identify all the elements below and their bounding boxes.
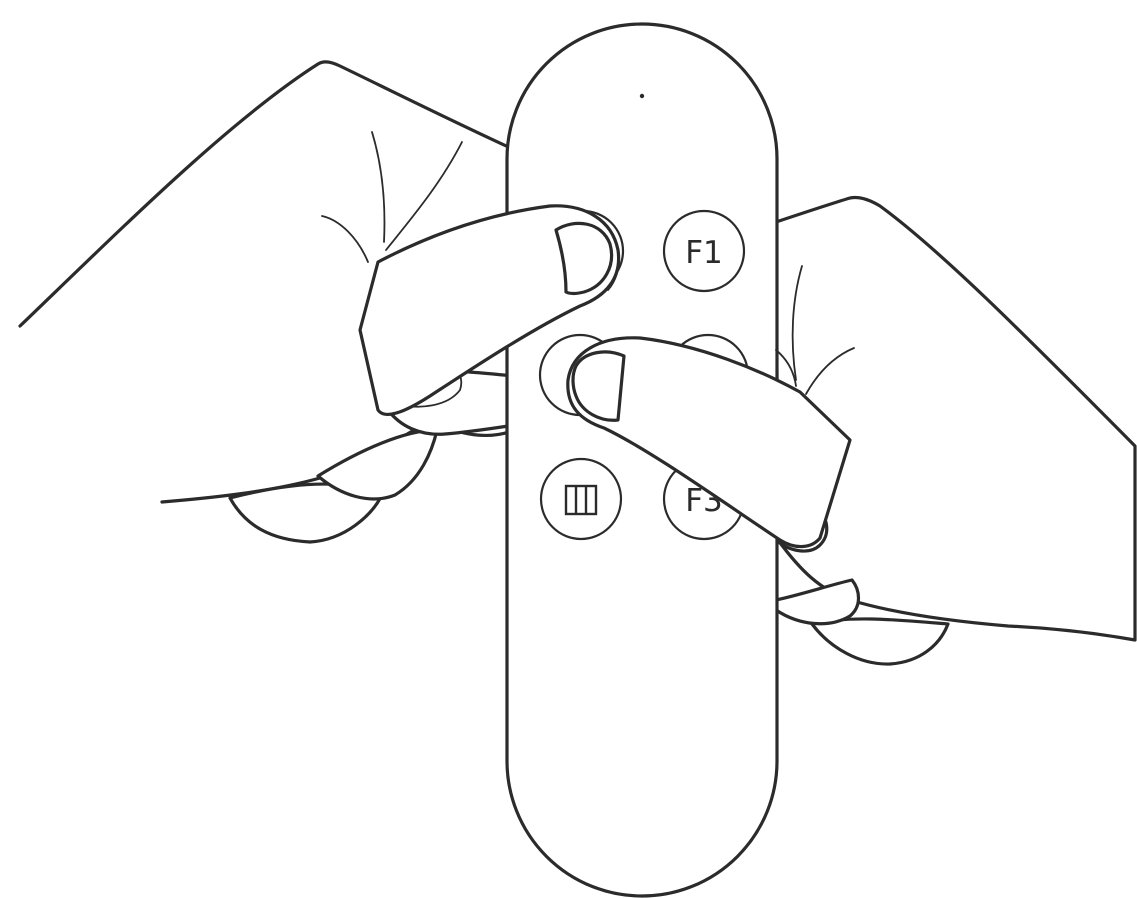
f1-button-label: F1 (685, 235, 723, 271)
remote-indicator-dot (640, 94, 644, 98)
f1-button[interactable]: F1 (664, 211, 744, 291)
menu-button[interactable] (541, 459, 621, 539)
menu-button-ring (541, 459, 621, 539)
right-lower-finger-1 (812, 619, 948, 664)
right-lower-finger-2 (776, 580, 859, 624)
